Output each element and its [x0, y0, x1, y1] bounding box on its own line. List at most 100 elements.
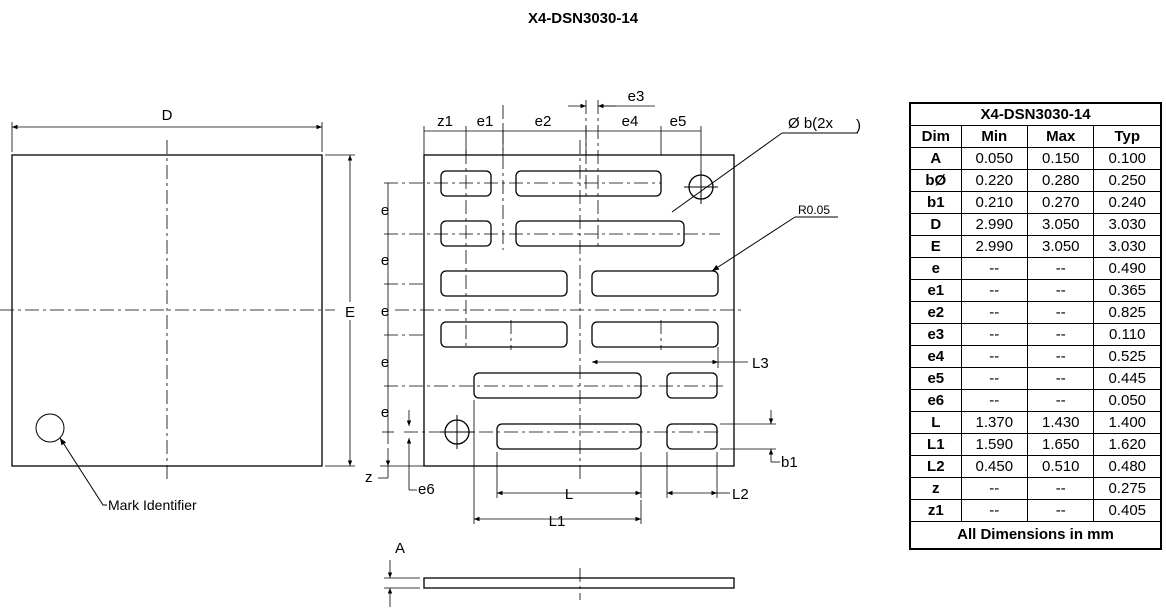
- dim-cell: e3: [910, 323, 962, 346]
- max-cell: --: [1027, 323, 1095, 346]
- column-header: Max: [1027, 125, 1095, 148]
- mark-identifier-dot: [35, 413, 65, 443]
- typ-cell: 3.030: [1093, 235, 1161, 258]
- min-cell: --: [960, 477, 1029, 500]
- dim-z-label: z: [365, 469, 373, 486]
- typ-cell: 0.250: [1093, 169, 1161, 192]
- max-cell: 0.150: [1027, 147, 1095, 170]
- table-row: e----0.490: [910, 257, 1161, 280]
- max-cell: 0.270: [1027, 191, 1095, 214]
- typ-cell: 0.100: [1093, 147, 1161, 170]
- dim-cell: z1: [910, 499, 962, 522]
- min-cell: --: [960, 499, 1029, 522]
- min-cell: 0.210: [960, 191, 1029, 214]
- dim-cell: e: [910, 257, 962, 280]
- column-header: Typ: [1093, 125, 1161, 148]
- pad: [515, 220, 685, 247]
- table-row: e5----0.445: [910, 367, 1161, 390]
- dim-z1-label: z1: [437, 113, 453, 130]
- max-cell: 0.280: [1027, 169, 1095, 192]
- min-cell: --: [960, 301, 1029, 324]
- dim-A-label: A: [395, 540, 405, 557]
- max-cell: --: [1027, 367, 1095, 390]
- max-cell: --: [1027, 477, 1095, 500]
- pad: [591, 270, 719, 297]
- dim-e-label: e: [381, 303, 389, 320]
- dim-e-label: e: [381, 202, 389, 219]
- typ-cell: 1.400: [1093, 411, 1161, 434]
- dim-e1-label: e1: [477, 113, 494, 130]
- dim-cell: e5: [910, 367, 962, 390]
- dim-L2-label: L2: [732, 486, 749, 503]
- min-cell: --: [960, 345, 1029, 368]
- dim-b-callout-paren: ): [856, 117, 861, 134]
- side-view: A: [384, 540, 735, 607]
- typ-cell: 3.030: [1093, 213, 1161, 236]
- table-footer: All Dimensions in mm: [910, 521, 1161, 549]
- pad: [440, 321, 568, 348]
- typ-cell: 0.240: [1093, 191, 1161, 214]
- table-row: e2----0.825: [910, 301, 1161, 324]
- dim-e-label: e: [381, 252, 389, 269]
- max-cell: --: [1027, 301, 1095, 324]
- dim-cell: z: [910, 477, 962, 500]
- table-title: X4-DSN3030-14: [910, 103, 1161, 126]
- dim-cell: L1: [910, 433, 962, 456]
- dim-cell: L: [910, 411, 962, 434]
- pad: [515, 170, 662, 197]
- dim-cell: e2: [910, 301, 962, 324]
- dim-L1-label: L1: [549, 513, 566, 530]
- dim-L3-label: L3: [752, 355, 769, 372]
- dim-e2-label: e2: [535, 113, 552, 130]
- max-cell: --: [1027, 257, 1095, 280]
- min-cell: 1.590: [960, 433, 1029, 456]
- max-cell: 1.430: [1027, 411, 1095, 434]
- pad: [666, 423, 718, 450]
- min-cell: 2.990: [960, 235, 1029, 258]
- dim-cell: e6: [910, 389, 962, 412]
- dim-e-label: e: [381, 404, 389, 421]
- max-cell: --: [1027, 389, 1095, 412]
- dim-L-label: L: [565, 486, 573, 503]
- mark-identifier-label: Mark Identifier: [108, 497, 197, 513]
- min-cell: --: [960, 367, 1029, 390]
- dim-e5-label: e5: [670, 113, 687, 130]
- dim-b-callout: Ø b(2x: [788, 115, 834, 132]
- min-cell: 0.450: [960, 455, 1029, 478]
- typ-cell: 0.490: [1093, 257, 1161, 280]
- max-cell: 3.050: [1027, 235, 1095, 258]
- side-view-body: [423, 577, 735, 589]
- max-cell: --: [1027, 499, 1095, 522]
- table-row: e6----0.050: [910, 389, 1161, 412]
- bottom-view: z1 e1 e2 e4 e5 e3 Ø b(2x ) R0.05 e e e e…: [365, 88, 861, 530]
- typ-cell: 0.405: [1093, 499, 1161, 522]
- top-view: D E Mark Identifier: [0, 107, 359, 513]
- max-cell: --: [1027, 279, 1095, 302]
- max-cell: 1.650: [1027, 433, 1095, 456]
- drawing-title: X4-DSN3030-14: [528, 10, 639, 27]
- min-cell: 0.220: [960, 169, 1029, 192]
- top-dim-E-label: E: [345, 304, 355, 321]
- typ-cell: 0.480: [1093, 455, 1161, 478]
- dim-e4-label: e4: [622, 113, 639, 130]
- dim-e-label: e: [381, 354, 389, 371]
- pad: [591, 321, 719, 348]
- dim-cell: e1: [910, 279, 962, 302]
- typ-cell: 0.445: [1093, 367, 1161, 390]
- pad: [440, 270, 568, 297]
- dim-b1-label: b1: [781, 454, 798, 471]
- max-cell: 3.050: [1027, 213, 1095, 236]
- typ-cell: 0.050: [1093, 389, 1161, 412]
- typ-cell: 0.365: [1093, 279, 1161, 302]
- table-row: z----0.275: [910, 477, 1161, 500]
- dim-cell: bØ: [910, 169, 962, 192]
- bottom-view-body: [423, 154, 735, 467]
- typ-cell: 1.620: [1093, 433, 1161, 456]
- max-cell: --: [1027, 345, 1095, 368]
- dim-radius-label: R0.05: [798, 203, 830, 217]
- column-header: Min: [960, 125, 1029, 148]
